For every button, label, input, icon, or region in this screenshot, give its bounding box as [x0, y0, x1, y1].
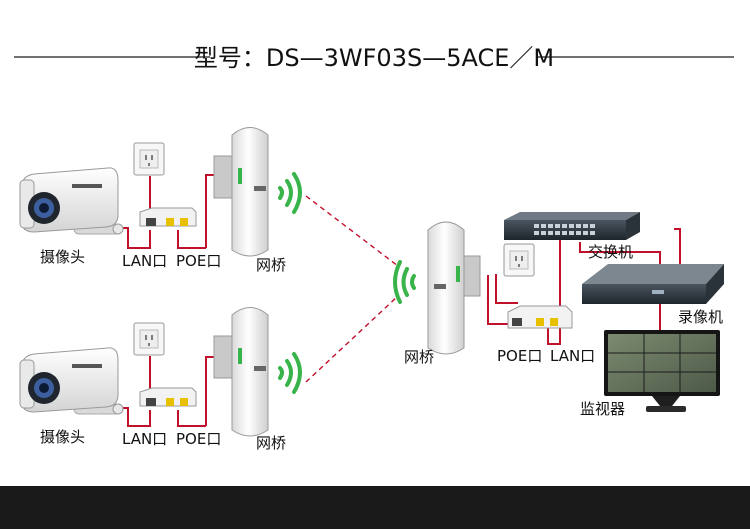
camera-top: [19, 167, 124, 235]
bridge-bottom: [213, 307, 269, 437]
label-bridge-bottom: 网桥: [256, 434, 286, 452]
wifi-icon: [278, 352, 302, 394]
poe-injector-bottom: [139, 387, 197, 407]
network-switch: [504, 212, 640, 240]
label-nvr: 录像机: [678, 308, 723, 326]
label-poe-bottom: POE口: [176, 430, 221, 448]
poe-injector-top: [139, 207, 197, 227]
label-bridge-top: 网桥: [256, 256, 286, 274]
wifi-icon: [393, 260, 416, 304]
label-poe-right: POE口: [497, 347, 542, 365]
nvr-recorder: [582, 264, 724, 304]
wall-outlet-right: [503, 243, 535, 277]
content-panel: [0, 0, 750, 486]
label-camera-bottom: 摄像头: [40, 428, 85, 446]
bridge-top: [213, 127, 269, 257]
label-poe-top: POE口: [176, 252, 221, 270]
label-lan-top: LAN口: [122, 252, 167, 270]
cables: [116, 174, 681, 427]
wall-outlet-top: [133, 142, 165, 176]
label-camera-top: 摄像头: [40, 248, 85, 266]
monitor: [604, 330, 720, 412]
wall-outlet-bottom: [133, 322, 165, 356]
bottom-frame: [0, 486, 750, 529]
label-switch: 交换机: [588, 243, 633, 261]
label-bridge-right: 网桥: [404, 348, 434, 366]
label-lan-bottom: LAN口: [122, 430, 167, 448]
label-monitor: 监视器: [580, 400, 625, 418]
wifi-icon: [278, 172, 302, 214]
page-title: 型号：DS—3WF03S—5ACE／M: [194, 44, 554, 72]
camera-bottom: [19, 347, 124, 415]
model-title: 型号：DS—3WF03S—5ACE／M: [14, 44, 734, 72]
label-lan-right: LAN口: [550, 347, 595, 365]
bridge-right: [427, 221, 481, 355]
wireless-links: [305, 195, 399, 383]
poe-injector-right: [507, 305, 573, 329]
